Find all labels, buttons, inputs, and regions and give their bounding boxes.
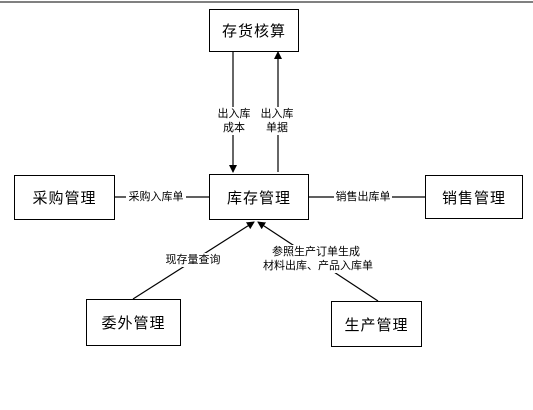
edge-label-production-order-line1: 参照生产订单生成 [272, 245, 360, 258]
node-inventory-management-label: 库存管理 [226, 188, 291, 207]
edge-label-out-in-cost-line1: 出入库 [217, 107, 251, 120]
node-outsourcing: 委外管理 [86, 299, 181, 346]
edge-label-purchase-receipt: 采购入库单 [126, 190, 186, 204]
edge-label-out-in-docs-line2: 单据 [266, 121, 288, 134]
edge-label-sales-issue: 销售出库单 [334, 190, 392, 204]
edge-label-out-in-docs: 出入库 单据 [259, 107, 295, 135]
edge-label-out-in-cost-line2: 成本 [223, 121, 245, 134]
node-inventory-management: 库存管理 [209, 174, 309, 220]
node-inventory-accounting-label: 存货核算 [221, 22, 286, 40]
node-purchasing: 采购管理 [14, 175, 115, 220]
edge-label-stock-query: 现存量查询 [164, 253, 222, 267]
node-sales-label: 销售管理 [441, 188, 506, 207]
edge-label-production-order-line2: 材料出库、产品入库单 [263, 259, 373, 272]
edge-label-production-order: 参照生产订单生成 材料出库、产品入库单 [263, 245, 373, 273]
node-purchasing-label: 采购管理 [32, 189, 97, 207]
node-sales: 销售管理 [425, 175, 523, 219]
node-production-label: 生产管理 [344, 315, 409, 334]
node-outsourcing-label: 委外管理 [101, 314, 166, 332]
edge-label-out-in-cost: 出入库 成本 [217, 107, 251, 135]
edge-label-out-in-docs-line1: 出入库 [260, 107, 294, 120]
node-production: 生产管理 [331, 301, 422, 347]
node-inventory-accounting: 存货核算 [209, 9, 299, 52]
